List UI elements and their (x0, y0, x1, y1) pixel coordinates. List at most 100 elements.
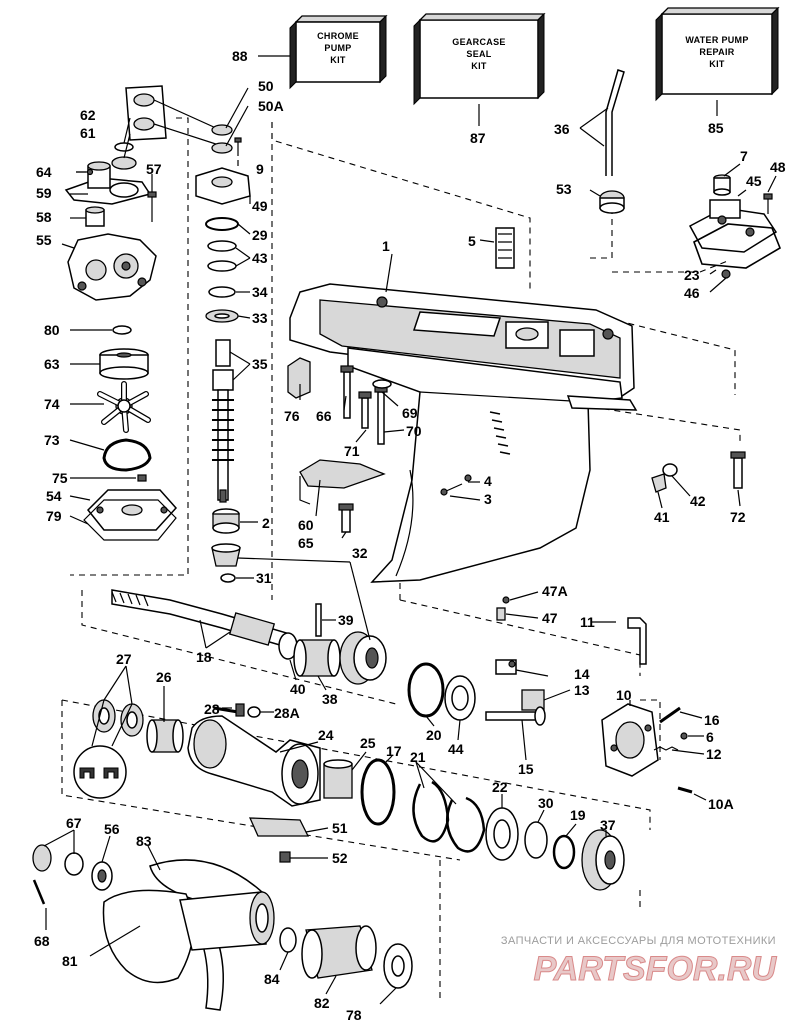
callout-60: 60 (298, 517, 314, 533)
gearcase-housing (289, 283, 638, 583)
callout-55: 55 (36, 232, 52, 248)
shift-parts (485, 596, 693, 794)
callout-28a: 28A (274, 705, 300, 721)
leader-lines (43, 87, 777, 1005)
water-kit-line2: REPAIR (699, 47, 734, 57)
chrome-kit-line2: PUMP (324, 43, 351, 53)
callout-29: 29 (252, 227, 268, 243)
callout-51: 51 (332, 820, 348, 836)
callout-20: 20 (426, 727, 442, 743)
callout-21: 21 (410, 749, 426, 765)
callout-4: 4 (484, 473, 492, 489)
watermark-tagline: ЗАПЧАСТИ И АКСЕССУАРЫ ДЛЯ МОТОТЕХНИКИ (501, 935, 776, 947)
callout-38: 38 (322, 691, 338, 707)
watermark: ЗАПЧАСТИ И АКСЕССУАРЫ ДЛЯ МОТОТЕХНИКИ PA… (501, 935, 778, 989)
callout-28: 28 (204, 701, 220, 717)
callout-16: 16 (704, 712, 720, 728)
callout-1: 1 (382, 238, 390, 254)
upper-right-parts (495, 69, 781, 279)
callout-67: 67 (66, 815, 82, 831)
callout-13: 13 (574, 682, 590, 698)
callout-10: 10 (616, 687, 632, 703)
callout-30: 30 (538, 795, 554, 811)
callout-26: 26 (156, 669, 172, 685)
callout-6: 6 (706, 729, 714, 745)
callout-78: 78 (346, 1007, 362, 1023)
callout-63: 63 (44, 356, 60, 372)
water-pump-repair-kit-box: WATER PUMP REPAIR KIT (655, 6, 780, 102)
callout-57: 57 (146, 161, 162, 177)
gearcase-seal-kit-box: GEARCASE SEAL KIT (413, 12, 546, 106)
side-fasteners (440, 451, 746, 496)
callout-23: 23 (684, 267, 700, 283)
callout-35: 35 (252, 356, 268, 372)
callout-75: 75 (52, 470, 68, 486)
callout-12: 12 (706, 746, 722, 762)
gearcase-kit-line3: KIT (471, 61, 487, 71)
callout-48: 48 (770, 159, 786, 175)
callout-64: 64 (36, 164, 52, 180)
propshaft-parts (111, 589, 476, 721)
callout-40: 40 (290, 681, 306, 697)
callout-69: 69 (402, 405, 418, 421)
callout-11: 11 (580, 614, 595, 630)
callout-9: 9 (256, 161, 264, 177)
callout-18: 18 (196, 649, 212, 665)
callout-15: 15 (518, 761, 534, 777)
propeller-parts (32, 844, 413, 1011)
callout-7: 7 (740, 148, 748, 164)
callout-76: 76 (284, 408, 300, 424)
callout-59: 59 (36, 185, 52, 201)
callout-52: 52 (332, 850, 348, 866)
gearcase-kit-line1: GEARCASE (452, 37, 505, 47)
callout-72: 72 (730, 509, 746, 525)
callout-22: 22 (492, 779, 508, 795)
water-kit-line1: WATER PUMP (685, 35, 748, 45)
callout-82: 82 (314, 995, 330, 1011)
callout-24: 24 (318, 727, 334, 743)
callout-85: 85 (708, 120, 724, 136)
callout-46: 46 (684, 285, 700, 301)
callout-87: 87 (470, 130, 486, 146)
callout-27: 27 (116, 651, 132, 667)
callout-54: 54 (46, 488, 62, 504)
callout-61: 61 (80, 125, 96, 141)
callout-84: 84 (264, 971, 280, 987)
bearing-housing-parts (73, 699, 625, 891)
water-pump-parts (64, 142, 178, 541)
gearcase-kit-line2: SEAL (466, 49, 491, 59)
callout-73: 73 (44, 432, 60, 448)
callout-44: 44 (448, 741, 464, 757)
callout-33: 33 (252, 310, 268, 326)
callout-25: 25 (360, 735, 376, 751)
chrome-kit-line3: KIT (330, 55, 346, 65)
callout-81: 81 (62, 953, 78, 969)
callout-36: 36 (554, 121, 570, 137)
callout-39: 39 (338, 612, 354, 628)
callout-47: 47 (542, 610, 558, 626)
chrome-kit-line1: CHROME (317, 31, 359, 41)
callout-83: 83 (136, 833, 152, 849)
mid-housing-parts (287, 357, 392, 533)
callout-66: 66 (316, 408, 332, 424)
callout-49: 49 (252, 198, 268, 214)
callout-68: 68 (34, 933, 50, 949)
callout-2: 2 (262, 515, 270, 531)
callout-56: 56 (104, 821, 120, 837)
callout-70: 70 (406, 423, 422, 439)
callout-74: 74 (44, 396, 60, 412)
driveshaft-parts (125, 85, 251, 583)
callout-62: 62 (80, 107, 96, 123)
callout-14: 14 (574, 666, 590, 682)
callout-19: 19 (570, 807, 586, 823)
callout-47a: 47A (542, 583, 568, 599)
callout-31: 31 (256, 570, 272, 586)
callout-10a: 10A (708, 796, 734, 812)
watermark-logo: PARTSFOR.RU (534, 950, 778, 988)
callout-41: 41 (654, 509, 670, 525)
callout-45: 45 (746, 173, 762, 189)
chrome-pump-kit-box: CHROME PUMP KIT (289, 14, 388, 90)
callout-65: 65 (298, 535, 314, 551)
callout-32: 32 (352, 545, 368, 561)
